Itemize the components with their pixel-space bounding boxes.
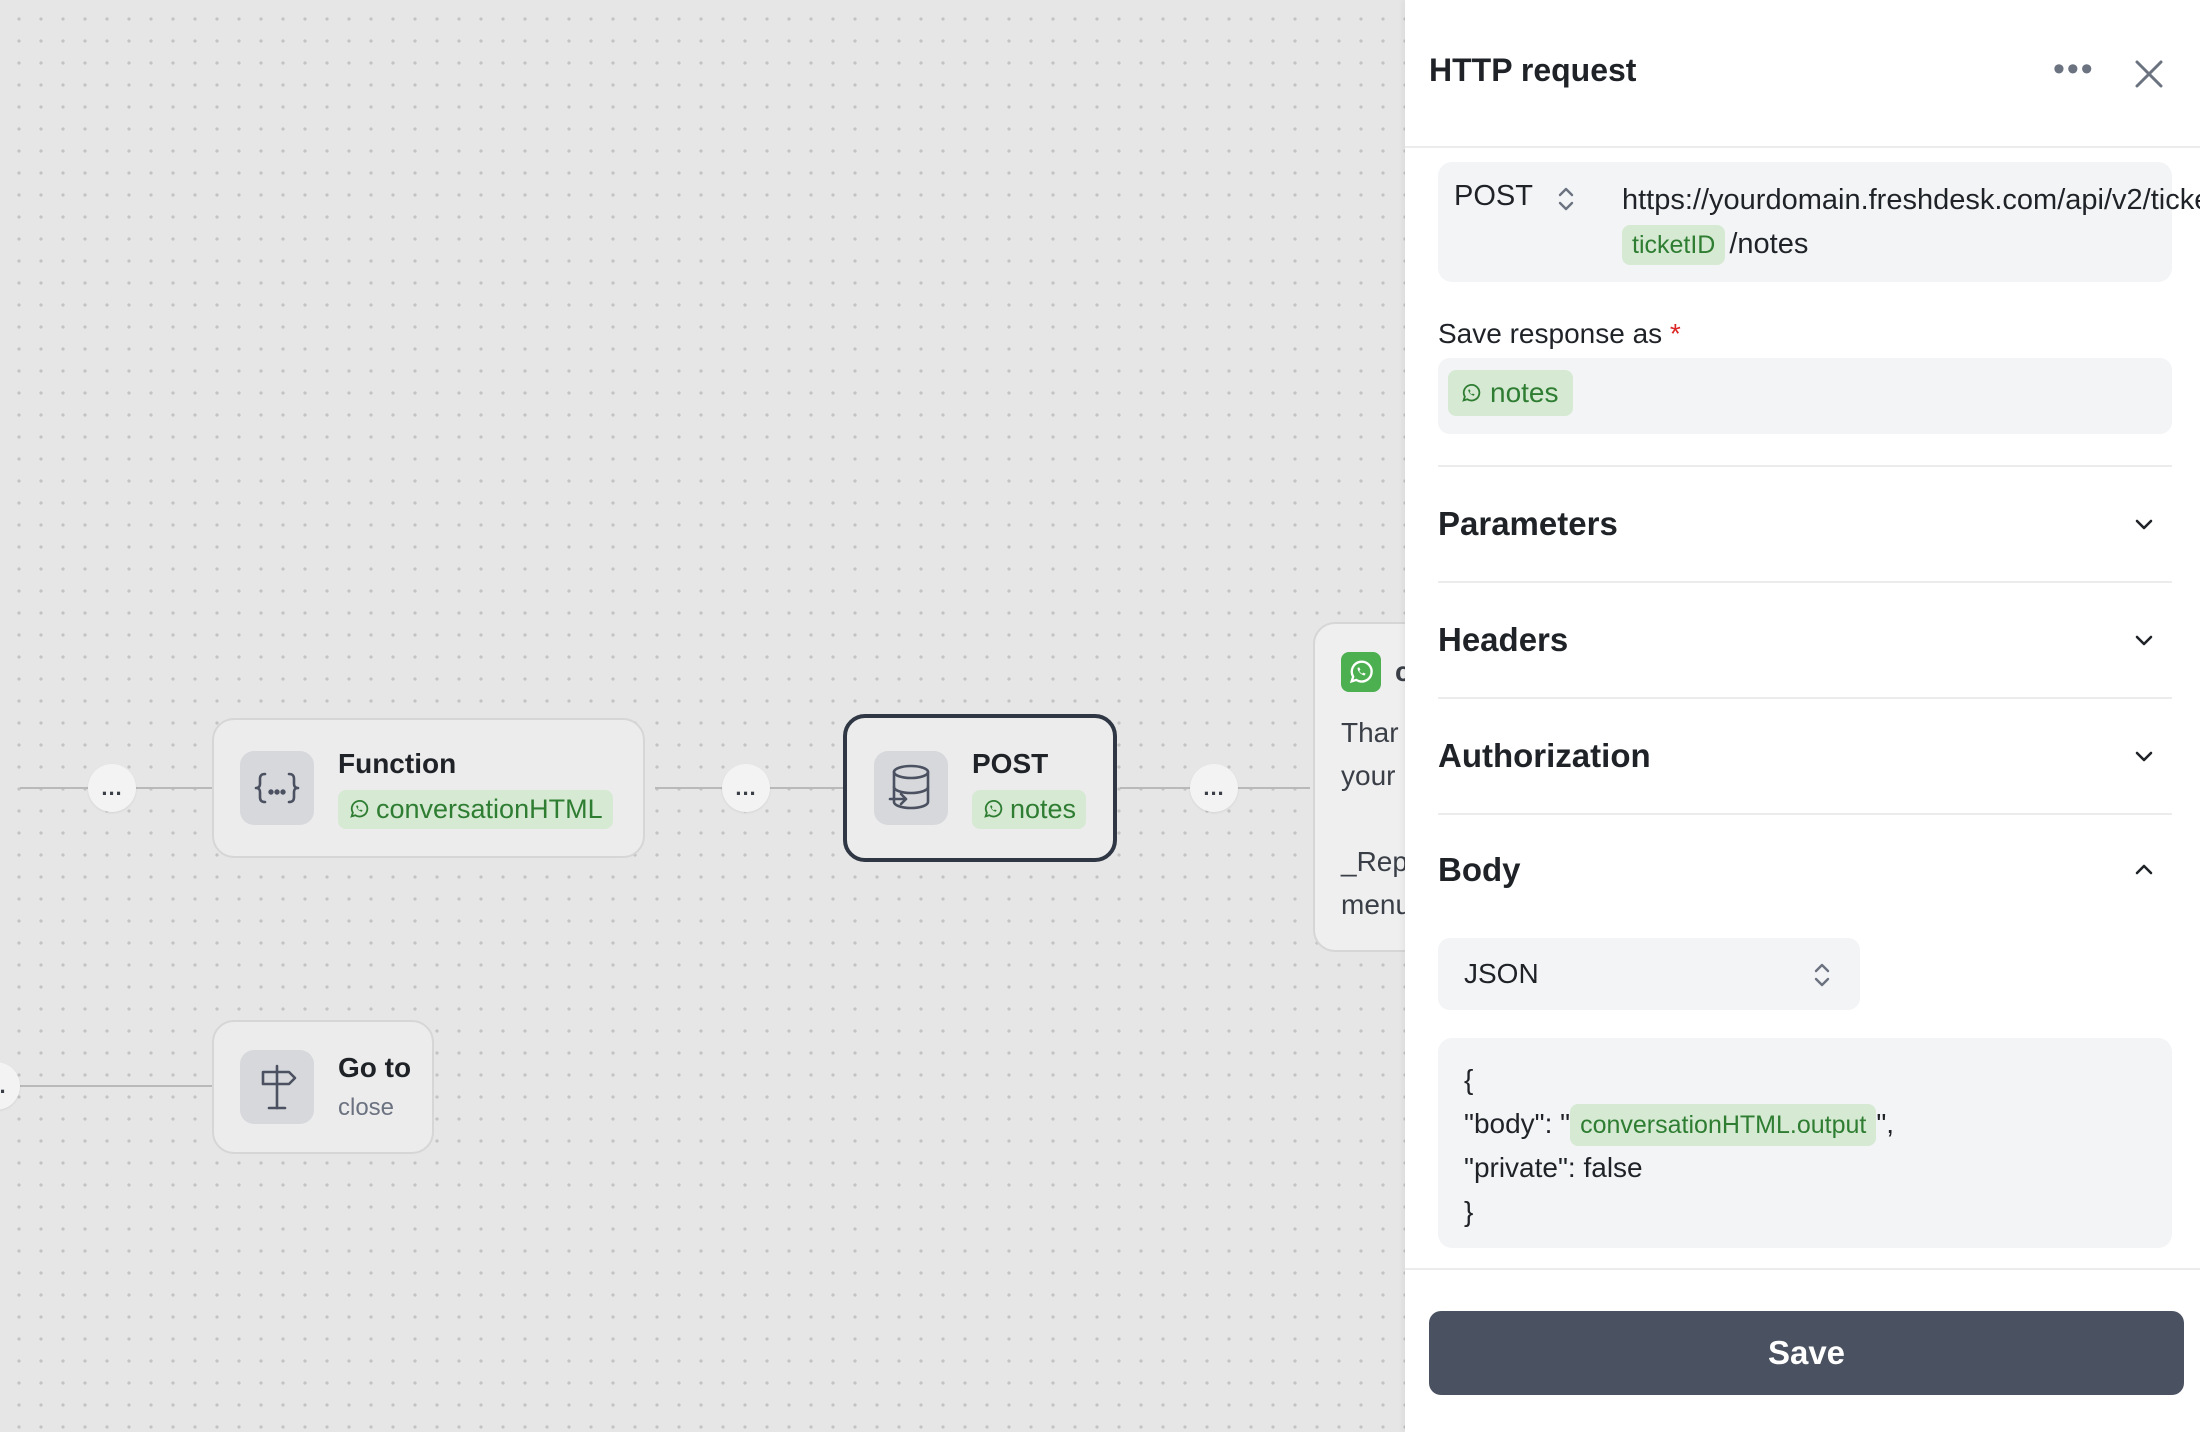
variable-name: notes bbox=[1010, 793, 1077, 824]
select-arrows-icon[interactable] bbox=[1554, 184, 1578, 214]
chevron-down-icon bbox=[2135, 519, 2153, 530]
whatsapp-icon bbox=[1462, 383, 1481, 402]
goto-target: close bbox=[338, 1094, 395, 1121]
variable-chip: notes bbox=[972, 789, 1087, 829]
select-arrows-icon bbox=[1814, 963, 1830, 987]
panel-title: HTTP request bbox=[1429, 52, 1637, 88]
add-step-button[interactable]: ... bbox=[0, 1062, 20, 1110]
url-suffix: /notes bbox=[1729, 228, 1809, 260]
message-line: _Rep bbox=[1341, 846, 1405, 877]
variable-chip: conversationHTML bbox=[338, 789, 613, 829]
save-button[interactable]: Save bbox=[1429, 1311, 2184, 1395]
message-line bbox=[1341, 797, 1405, 840]
add-step-button[interactable]: ... bbox=[722, 764, 770, 812]
save-response-field[interactable]: notes bbox=[1438, 358, 2172, 434]
code-text: "body": " bbox=[1464, 1108, 1571, 1139]
save-response-label: Save response as * bbox=[1438, 318, 1681, 350]
section-body[interactable]: Body bbox=[1438, 813, 2172, 925]
add-step-button[interactable]: ... bbox=[88, 764, 136, 812]
request-url-box: POST https://yourdomain.freshdesk.com/ap… bbox=[1438, 162, 2200, 282]
required-mark: * bbox=[1669, 318, 1681, 349]
signpost-icon bbox=[240, 1050, 314, 1124]
close-icon[interactable] bbox=[2131, 56, 2167, 92]
section-title: Body bbox=[1438, 851, 1521, 888]
code-text: ", bbox=[1876, 1108, 1895, 1139]
code-line: } bbox=[1464, 1196, 1474, 1227]
add-step-button[interactable]: ... bbox=[1190, 764, 1238, 812]
flow-canvas[interactable]: ... ... ... ... Function conversationHTM… bbox=[0, 0, 1405, 1432]
message-line: your bbox=[1341, 760, 1396, 791]
body-variable-chip: conversationHTML.output bbox=[1570, 1104, 1877, 1146]
method-select[interactable]: POST bbox=[1454, 180, 1533, 212]
database-icon bbox=[874, 751, 948, 825]
section-title: Authorization bbox=[1438, 737, 1651, 774]
http-request-node[interactable]: POST notes bbox=[843, 714, 1117, 862]
url-prefix: https://yourdomain.freshdesk.com/api/v2/… bbox=[1622, 184, 2200, 216]
http-request-panel: HTTP request ••• POST https://yourdomain… bbox=[1405, 0, 2200, 1432]
section-parameters[interactable]: Parameters bbox=[1438, 465, 2172, 581]
function-node[interactable]: Function conversationHTML bbox=[212, 718, 645, 858]
node-title: Go to bbox=[338, 1052, 412, 1083]
code-line: "body": "conversationHTML.output", bbox=[1464, 1102, 2146, 1146]
message-line: Thar bbox=[1341, 717, 1399, 748]
url-variable-chip: ticketID bbox=[1622, 225, 1726, 265]
divider bbox=[1405, 1268, 2200, 1270]
body-format-select[interactable]: JSON bbox=[1438, 938, 1860, 1010]
chevron-down-icon bbox=[2135, 635, 2153, 646]
whatsapp-icon bbox=[984, 799, 1003, 818]
whatsapp-icon bbox=[1341, 651, 1381, 692]
section-headers[interactable]: Headers bbox=[1438, 581, 2172, 697]
chevron-down-icon bbox=[2135, 751, 2153, 762]
more-horizontal-icon[interactable]: ••• bbox=[2053, 50, 2095, 88]
panel-header: HTTP request ••• bbox=[1405, 0, 2200, 148]
node-title: POST bbox=[972, 747, 1049, 779]
variable-name: conversationHTML bbox=[376, 793, 603, 824]
node-title: Function bbox=[338, 747, 457, 779]
goto-node[interactable]: Go to close bbox=[212, 1020, 434, 1154]
code-line: "private": false bbox=[1464, 1152, 1643, 1183]
message-node-title: c bbox=[1395, 656, 1405, 687]
curly-braces-icon bbox=[240, 751, 314, 825]
save-response-variable: notes bbox=[1490, 377, 1559, 408]
message-node[interactable]: c Thar your _Rep menu bbox=[1313, 622, 1405, 952]
edge-line bbox=[0, 1085, 212, 1087]
body-format-value: JSON bbox=[1464, 958, 1539, 989]
whatsapp-icon bbox=[350, 799, 369, 818]
section-title: Headers bbox=[1438, 621, 1569, 658]
section-title: Parameters bbox=[1438, 505, 1618, 542]
section-authorization[interactable]: Authorization bbox=[1438, 697, 2172, 813]
chevron-up-icon bbox=[2135, 864, 2153, 875]
save-response-chip[interactable]: notes bbox=[1448, 370, 1573, 416]
message-line: menu bbox=[1341, 889, 1405, 920]
save-response-label-text: Save response as bbox=[1438, 318, 1663, 349]
code-line: { bbox=[1464, 1064, 1474, 1095]
body-code-editor[interactable]: { "body": "conversationHTML.output", "pr… bbox=[1438, 1038, 2172, 1248]
url-input[interactable]: https://yourdomain.freshdesk.com/api/v2/… bbox=[1622, 178, 2200, 266]
